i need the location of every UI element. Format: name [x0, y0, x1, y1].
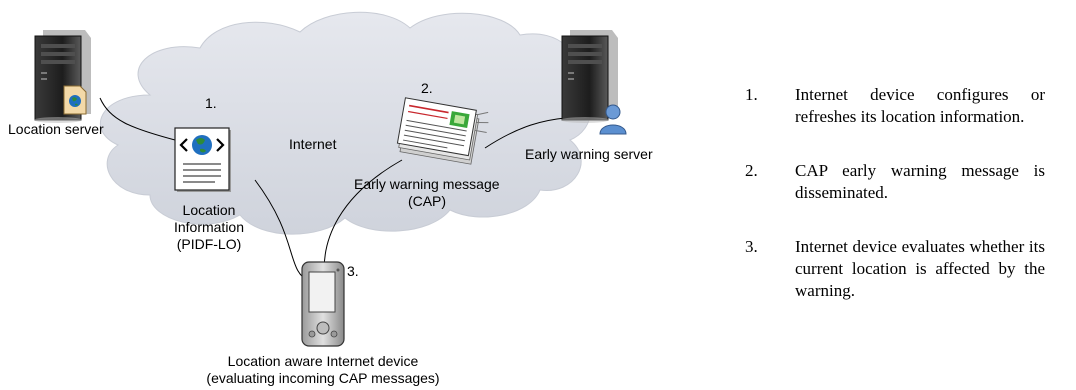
marker-1: 1. [205, 95, 217, 111]
step-text: Internet device evaluates whether its cu… [795, 237, 1045, 300]
step-item: 1. Internet device configures or refresh… [745, 84, 1045, 128]
user-icon [599, 104, 627, 135]
link-newspaper-ew-server [484, 117, 566, 149]
step-text: CAP early warning message is disseminate… [795, 161, 1045, 202]
early-warning-message-label-1: Early warning message [354, 176, 500, 192]
internet-cloud [100, 11, 592, 235]
location-information-label-1: Location [183, 202, 236, 218]
step-list: 1. Internet device configures or refresh… [745, 84, 1045, 334]
server-icon [561, 30, 618, 123]
step-number: 2. [745, 161, 758, 180]
newspaper-icon [396, 97, 489, 165]
location-information-label-3: (PIDF-LO) [177, 236, 242, 252]
step-item: 3. Internet device evaluates whether its… [745, 236, 1045, 302]
step-number: 3. [745, 237, 758, 256]
step-number: 1. [745, 85, 758, 104]
document-globe-icon [174, 127, 231, 192]
marker-2: 2. [421, 80, 433, 96]
early-warning-server-label: Early warning server [525, 146, 653, 162]
link-location-server-document [99, 97, 176, 141]
location-server-label: Location server [8, 121, 104, 137]
step-text: Internet device configures or refreshes … [795, 85, 1045, 126]
pda-icon [301, 261, 345, 347]
location-information-label-2: Information [174, 219, 244, 235]
internet-label: Internet [289, 136, 337, 152]
early-warning-message-label-2: (CAP) [408, 193, 446, 209]
device-label-2: (evaluating incoming CAP messages) [206, 370, 439, 386]
document-globe-small-icon [63, 85, 87, 115]
step-item: 2. CAP early warning message is dissemin… [745, 160, 1045, 204]
marker-3: 3. [347, 263, 359, 279]
device-label-1: Location aware Internet device [228, 353, 419, 369]
